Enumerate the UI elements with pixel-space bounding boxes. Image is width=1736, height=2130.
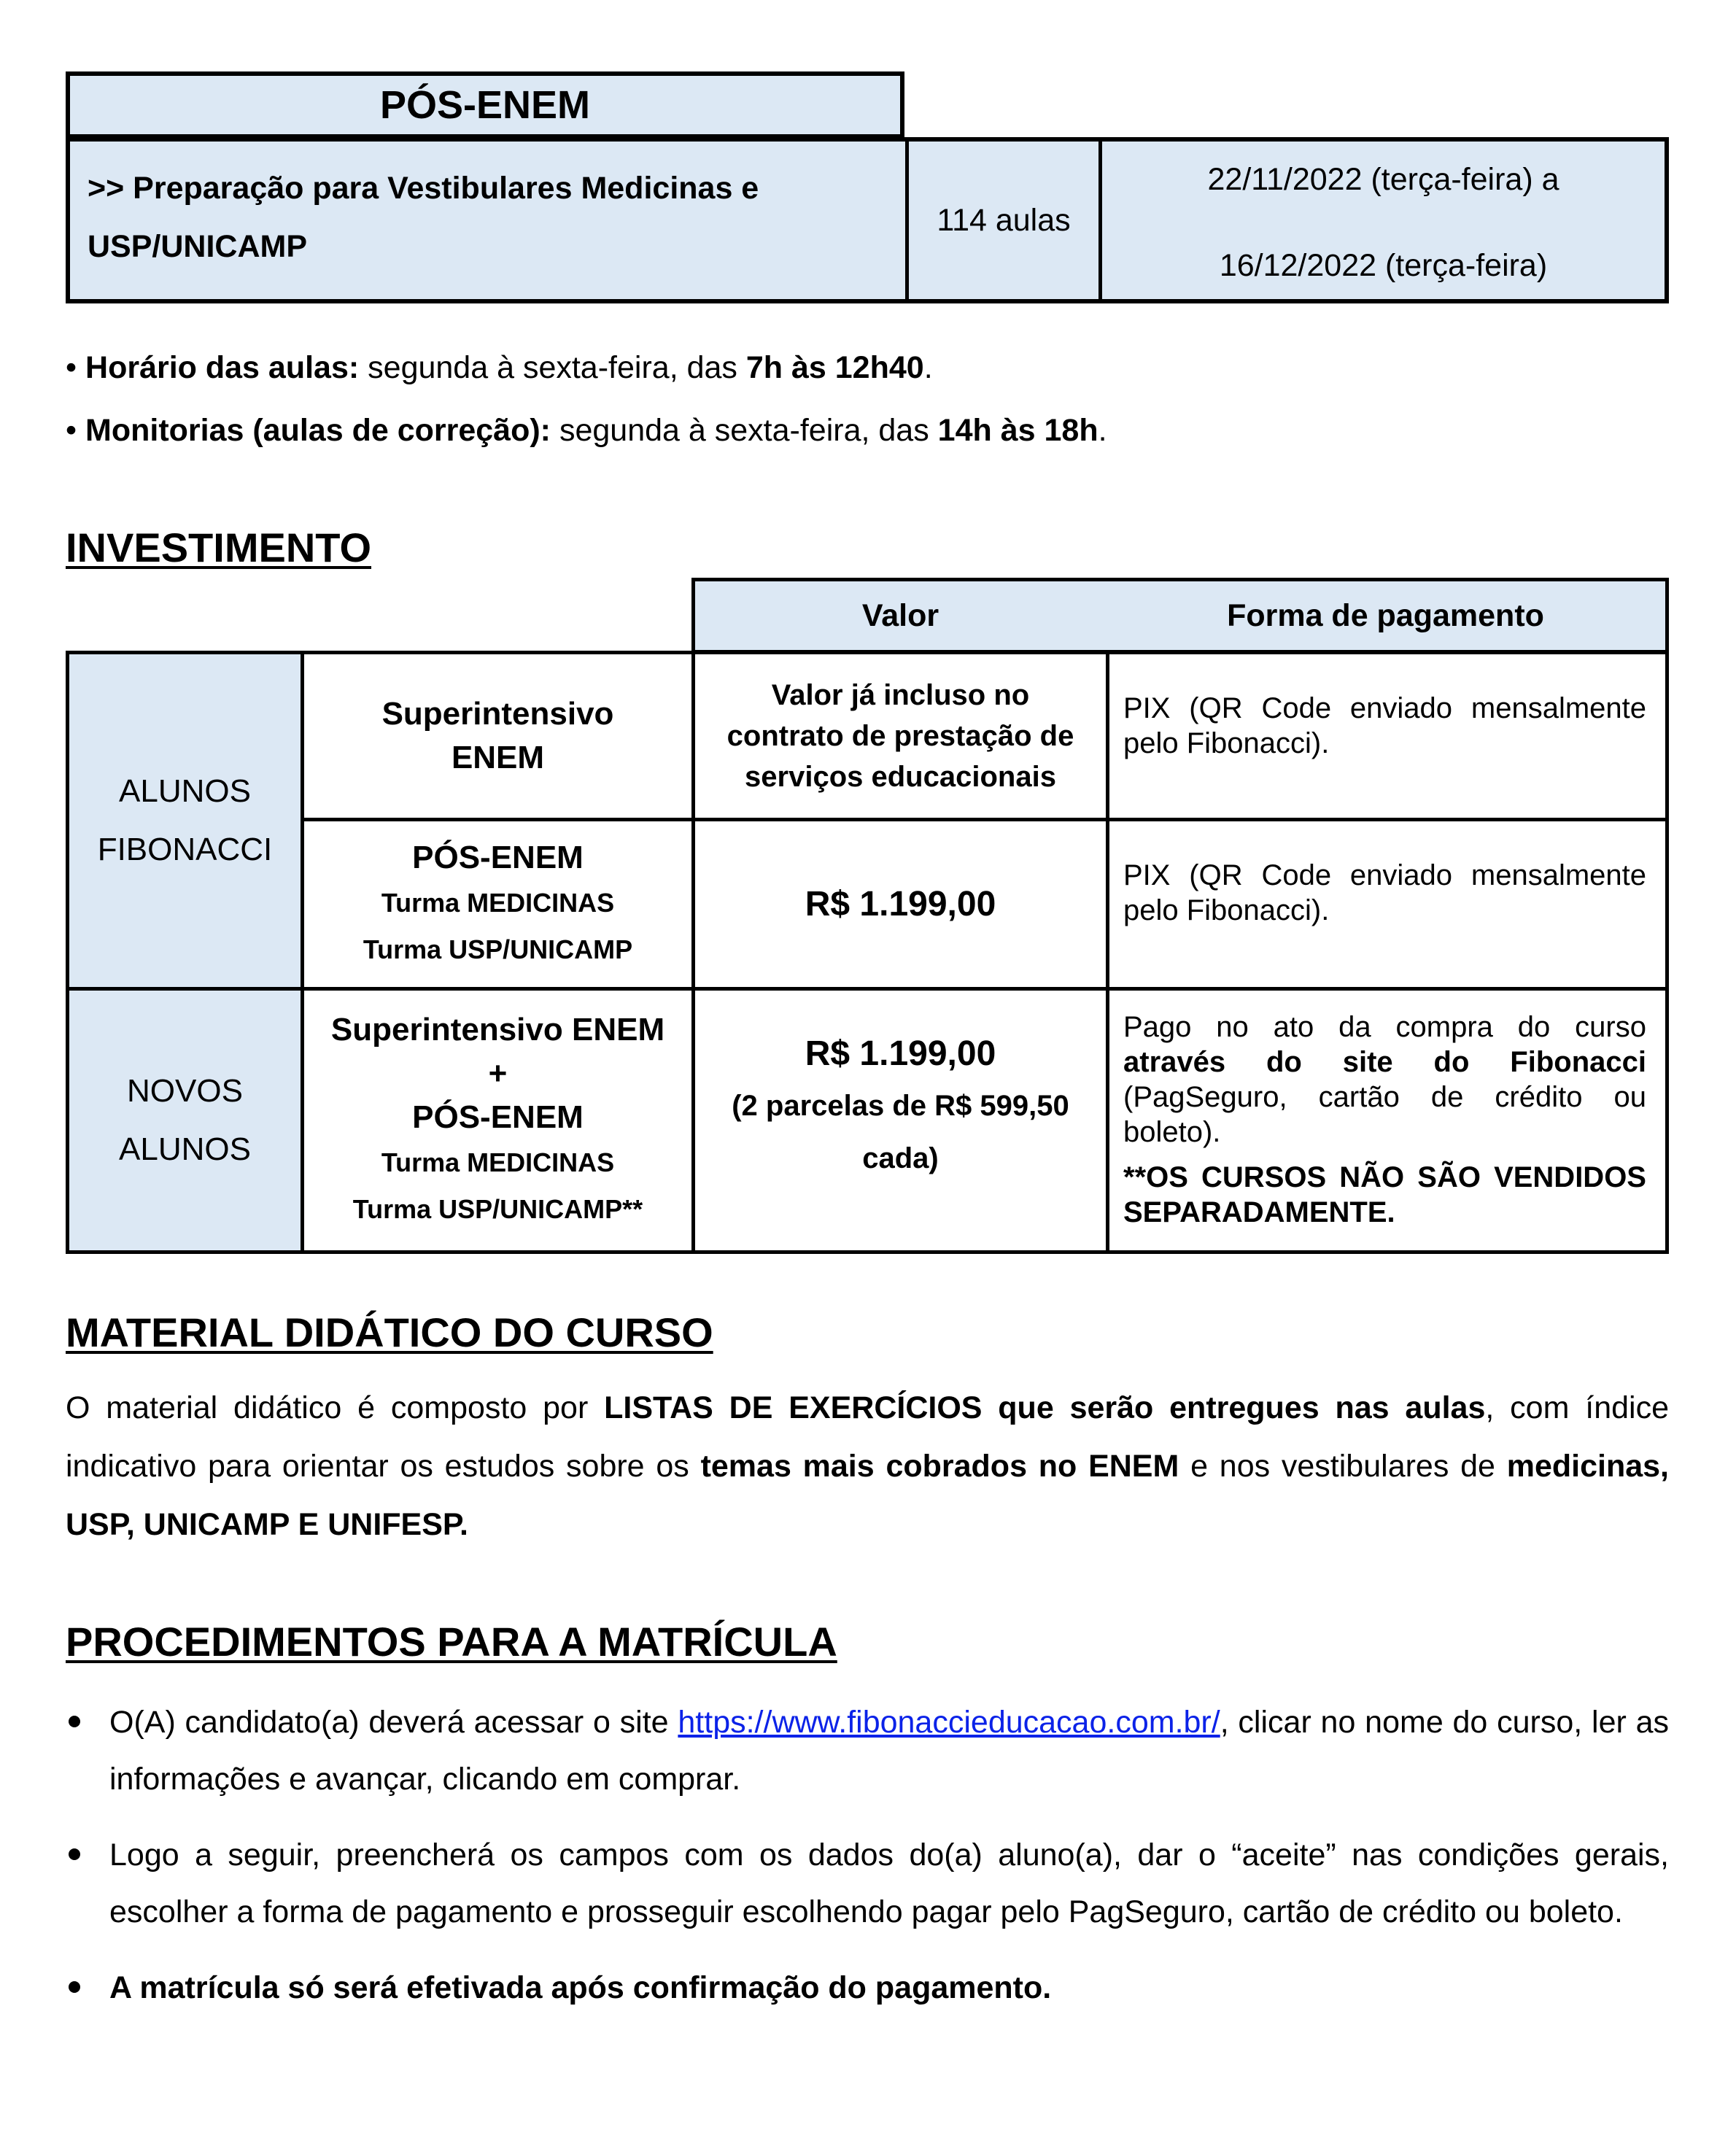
- header-payment-label: Forma de pagamento: [1227, 597, 1544, 633]
- row2-payment: PIX (QR Code enviado mensalmente pelo Fi…: [1106, 818, 1669, 991]
- row2-course-sub1: Turma MEDICINAS: [381, 887, 615, 918]
- procedure-item-2: Logo a seguir, preencherá os campos com …: [66, 1827, 1669, 1940]
- group2-line1: NOVOS: [127, 1073, 243, 1109]
- row2-course: PÓS-ENEM Turma MEDICINAS Turma USP/UNICA…: [301, 818, 695, 991]
- row1-course-line1: Superintensivo: [381, 696, 614, 732]
- procedures-heading: PROCEDIMENTOS PARA A MATRÍCULA: [66, 1619, 837, 1665]
- monitor-end: .: [1098, 413, 1107, 448]
- course-title-cell: PÓS-ENEM: [66, 71, 904, 139]
- procedure-item-3: A matrícula só será efetivada após confi…: [66, 1959, 1669, 2016]
- course-name-line1: >> Preparação para Vestibulares Medicina…: [88, 171, 759, 206]
- row1-course: Superintensivo ENEM: [301, 651, 695, 821]
- row2-payment-text: PIX (QR Code enviado mensalmente pelo Fi…: [1123, 859, 1646, 926]
- course-name-cell: >> Preparação para Vestibulares Medicina…: [70, 142, 909, 299]
- row3-course-line3: PÓS-ENEM: [412, 1099, 584, 1135]
- row2-course-title: PÓS-ENEM: [412, 839, 584, 875]
- row3-course-plus: +: [488, 1056, 508, 1091]
- classes-text: segunda à sexta-feira, das: [359, 350, 746, 385]
- material-p3: , com índice indicativo para orientar os…: [66, 1390, 1669, 1484]
- classes-time: 7h às 12h40: [745, 350, 924, 385]
- row3-course-sub1: Turma MEDICINAS: [381, 1147, 615, 1177]
- row2-value-text: R$ 1.199,00: [805, 885, 996, 923]
- material-p6: medicinas, USP, UNICAMP E UNIFESP.: [66, 1449, 1669, 1542]
- row3-payment-b: através do site do Fibonacci: [1123, 1046, 1646, 1078]
- procedure-item-2-text: Logo a seguir, preencherá os campos com …: [109, 1837, 1669, 1929]
- procedure-item-1-text-a: O(A) candidato(a) deverá acessar o site: [109, 1705, 678, 1740]
- classes-label: Horário das aulas:: [85, 350, 360, 385]
- row3-payment-text: Pago no ato da compra do curso através d…: [1123, 1010, 1646, 1150]
- material-p5: e nos vestibulares de: [1179, 1449, 1507, 1484]
- course-title: PÓS-ENEM: [379, 83, 591, 127]
- row3-value-sub2: cada): [862, 1142, 939, 1174]
- bullet-icon: [69, 1981, 80, 1993]
- schedule-monitor: • Monitorias (aulas de correção): segund…: [66, 408, 1107, 452]
- procedures-list: O(A) candidato(a) deverá acessar o site …: [66, 1694, 1669, 2016]
- group-novos-alunos: NOVOS ALUNOS: [66, 987, 304, 1254]
- group-alunos-fibonacci: ALUNOS FIBONACCI: [66, 651, 304, 991]
- header-payment: Forma de pagamento: [1106, 578, 1669, 654]
- row1-value: Valor já incluso no contrato de prestaçã…: [691, 651, 1109, 821]
- bullet: •: [66, 413, 77, 448]
- procedure-item-1-text-b: , clicar no nome do curso, ler as inform…: [109, 1705, 1669, 1797]
- course-name-line2: USP/UNICAMP: [88, 229, 308, 264]
- lessons-cell: 114 aulas: [909, 142, 1102, 299]
- material-p2: LISTAS DE EXERCÍCIOS que serão entregues…: [604, 1390, 1486, 1425]
- procedure-item-1: O(A) candidato(a) deverá acessar o site …: [66, 1694, 1669, 1808]
- procedure-item-3-text: A matrícula só será efetivada após confi…: [109, 1970, 1052, 2005]
- monitor-text: segunda à sexta-feira, das: [551, 413, 938, 448]
- row1-payment-text: PIX (QR Code enviado mensalmente pelo Fi…: [1123, 692, 1646, 759]
- row3-course: Superintensivo ENEM + PÓS-ENEM Turma MED…: [301, 987, 695, 1254]
- course-info-row: >> Preparação para Vestibulares Medicina…: [66, 137, 1669, 303]
- material-heading: MATERIAL DIDÁTICO DO CURSO: [66, 1309, 713, 1355]
- row1-payment: PIX (QR Code enviado mensalmente pelo Fi…: [1106, 651, 1669, 821]
- investment-heading: INVESTIMENTO: [66, 524, 372, 570]
- dates-cell: 22/11/2022 (terça-feira) a 16/12/2022 (t…: [1102, 142, 1665, 299]
- row3-payment: Pago no ato da compra do curso através d…: [1106, 987, 1669, 1254]
- row2-value: R$ 1.199,00: [691, 818, 1109, 991]
- group1-line2: FIBONACCI: [97, 832, 273, 867]
- monitor-label: Monitorias (aulas de correção):: [85, 413, 551, 448]
- bullet-icon: [69, 1848, 80, 1860]
- row3-payment-c: (PagSeguro, cartão de crédito ou boleto)…: [1123, 1081, 1646, 1148]
- material-p1: O material didático é composto por: [66, 1390, 605, 1425]
- header-value: Valor: [691, 578, 1109, 654]
- date-start: 22/11/2022 (terça-feira) a: [1207, 162, 1559, 197]
- row3-value-sub1: (2 parcelas de R$ 599,50: [732, 1090, 1069, 1122]
- row2-course-sub2: Turma USP/UNICAMP: [363, 934, 633, 964]
- row1-value-line1: Valor já incluso no: [771, 679, 1030, 711]
- row3-course-line1: Superintensivo ENEM: [330, 1012, 665, 1047]
- site-link[interactable]: https://www.fibonaccieducacao.com.br/: [678, 1705, 1220, 1740]
- row3-value-text: R$ 1.199,00: [805, 1034, 996, 1073]
- row1-value-line3: serviços educacionais: [745, 761, 1056, 793]
- row3-value: R$ 1.199,00 (2 parcelas de R$ 599,50 cad…: [691, 987, 1109, 1254]
- material-paragraph: O material didático é composto por LISTA…: [66, 1379, 1669, 1554]
- group2-line2: ALUNOS: [119, 1131, 251, 1167]
- schedule-classes: • Horário das aulas: segunda à sexta-fei…: [66, 346, 933, 390]
- row3-payment-a: Pago no ato da compra do curso: [1123, 1011, 1646, 1043]
- bullet: •: [66, 350, 77, 385]
- material-p4: temas mais cobrados no ENEM: [700, 1449, 1179, 1484]
- row1-value-line2: contrato de prestação de: [726, 720, 1074, 752]
- row3-payment-note: **OS CURSOS NÃO SÃO VENDIDOS SEPARADAMEN…: [1123, 1161, 1646, 1228]
- monitor-time: 14h às 18h: [937, 413, 1098, 448]
- date-end: 16/12/2022 (terça-feira): [1219, 248, 1548, 283]
- row3-course-sub2: Turma USP/UNICAMP**: [352, 1194, 643, 1224]
- classes-end: .: [923, 350, 933, 385]
- group1-line1: ALUNOS: [119, 773, 251, 809]
- lessons-count: 114 aulas: [937, 203, 1071, 238]
- header-value-label: Valor: [861, 597, 939, 633]
- row1-course-line2: ENEM: [451, 740, 545, 775]
- bullet-icon: [69, 1716, 80, 1727]
